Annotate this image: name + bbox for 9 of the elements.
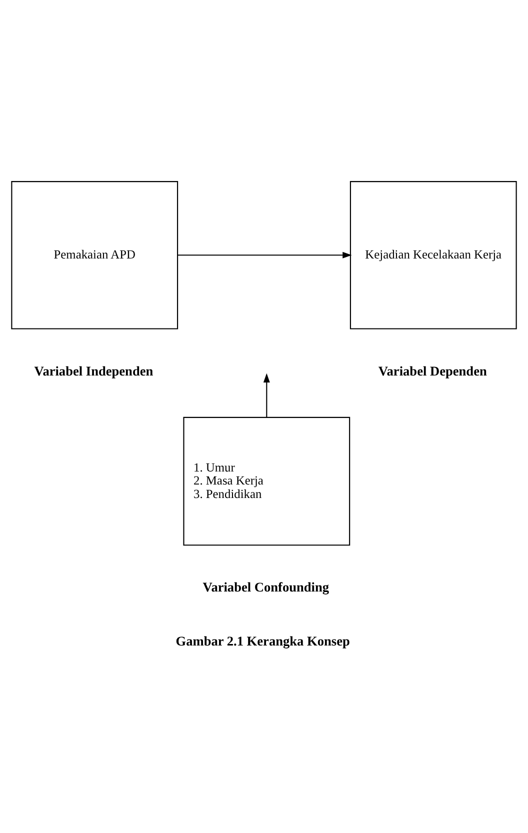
node-label: Variabel Independen — [34, 362, 154, 378]
node-box: 1. Umur 2. Masa Kerja 3. Pendidikan — [183, 416, 350, 546]
arrow — [263, 372, 270, 417]
node-label: Variabel Confounding — [202, 579, 330, 594]
node-box: Pemakaian APD — [11, 180, 178, 329]
node-label: Variabel Dependen — [378, 362, 487, 378]
caption: Gambar 2.1 Kerangka Konsep — [176, 632, 350, 648]
arrow — [178, 251, 352, 258]
node-box: Kejadian Kecelakaan Kerja — [350, 180, 517, 329]
